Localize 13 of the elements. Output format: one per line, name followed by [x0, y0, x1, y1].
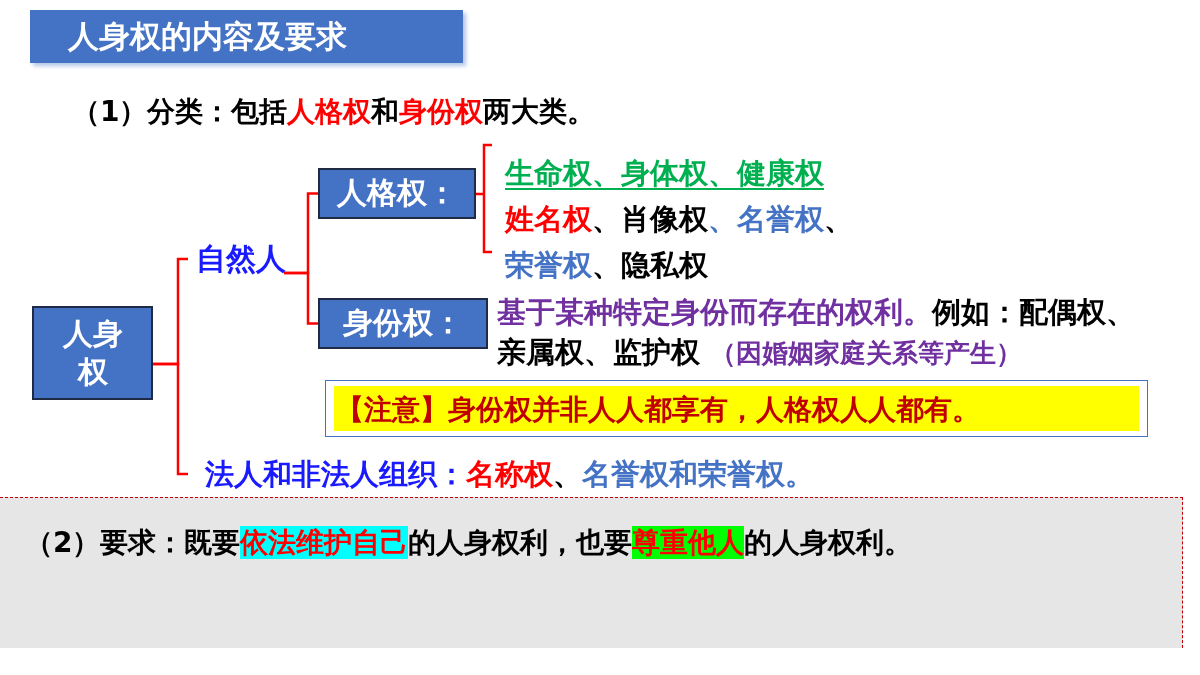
bracket-connector: [153, 362, 188, 476]
heading-text: （1）分类：包括人格权和身份权两大类。: [72, 94, 596, 130]
branch-label: 法人和非法人组织：名称权、名誉权和荣誉权。: [205, 452, 945, 496]
list-line: 生命权、身体权、健康权: [505, 155, 825, 192]
category-box: 人身权: [32, 306, 153, 400]
category-box: 人格权：: [318, 168, 476, 219]
description-text: 基于某种特定身份而存在的权利。例如：配偶权、亲属权、监护权 （因婚姻家庭关系等产生）: [497, 294, 1136, 371]
list-line: 姓名权、肖像权、名誉权、荣誉权、隐私权: [505, 201, 854, 284]
category-box: 身份权：: [318, 298, 488, 349]
bracket-connector: [284, 271, 318, 325]
branch-label: 自然人: [196, 238, 302, 280]
title-banner: 人身权的内容及要求: [30, 10, 463, 63]
note-text: 【注意】身份权并非人人都享有，人格权人人都有。: [334, 386, 1139, 431]
